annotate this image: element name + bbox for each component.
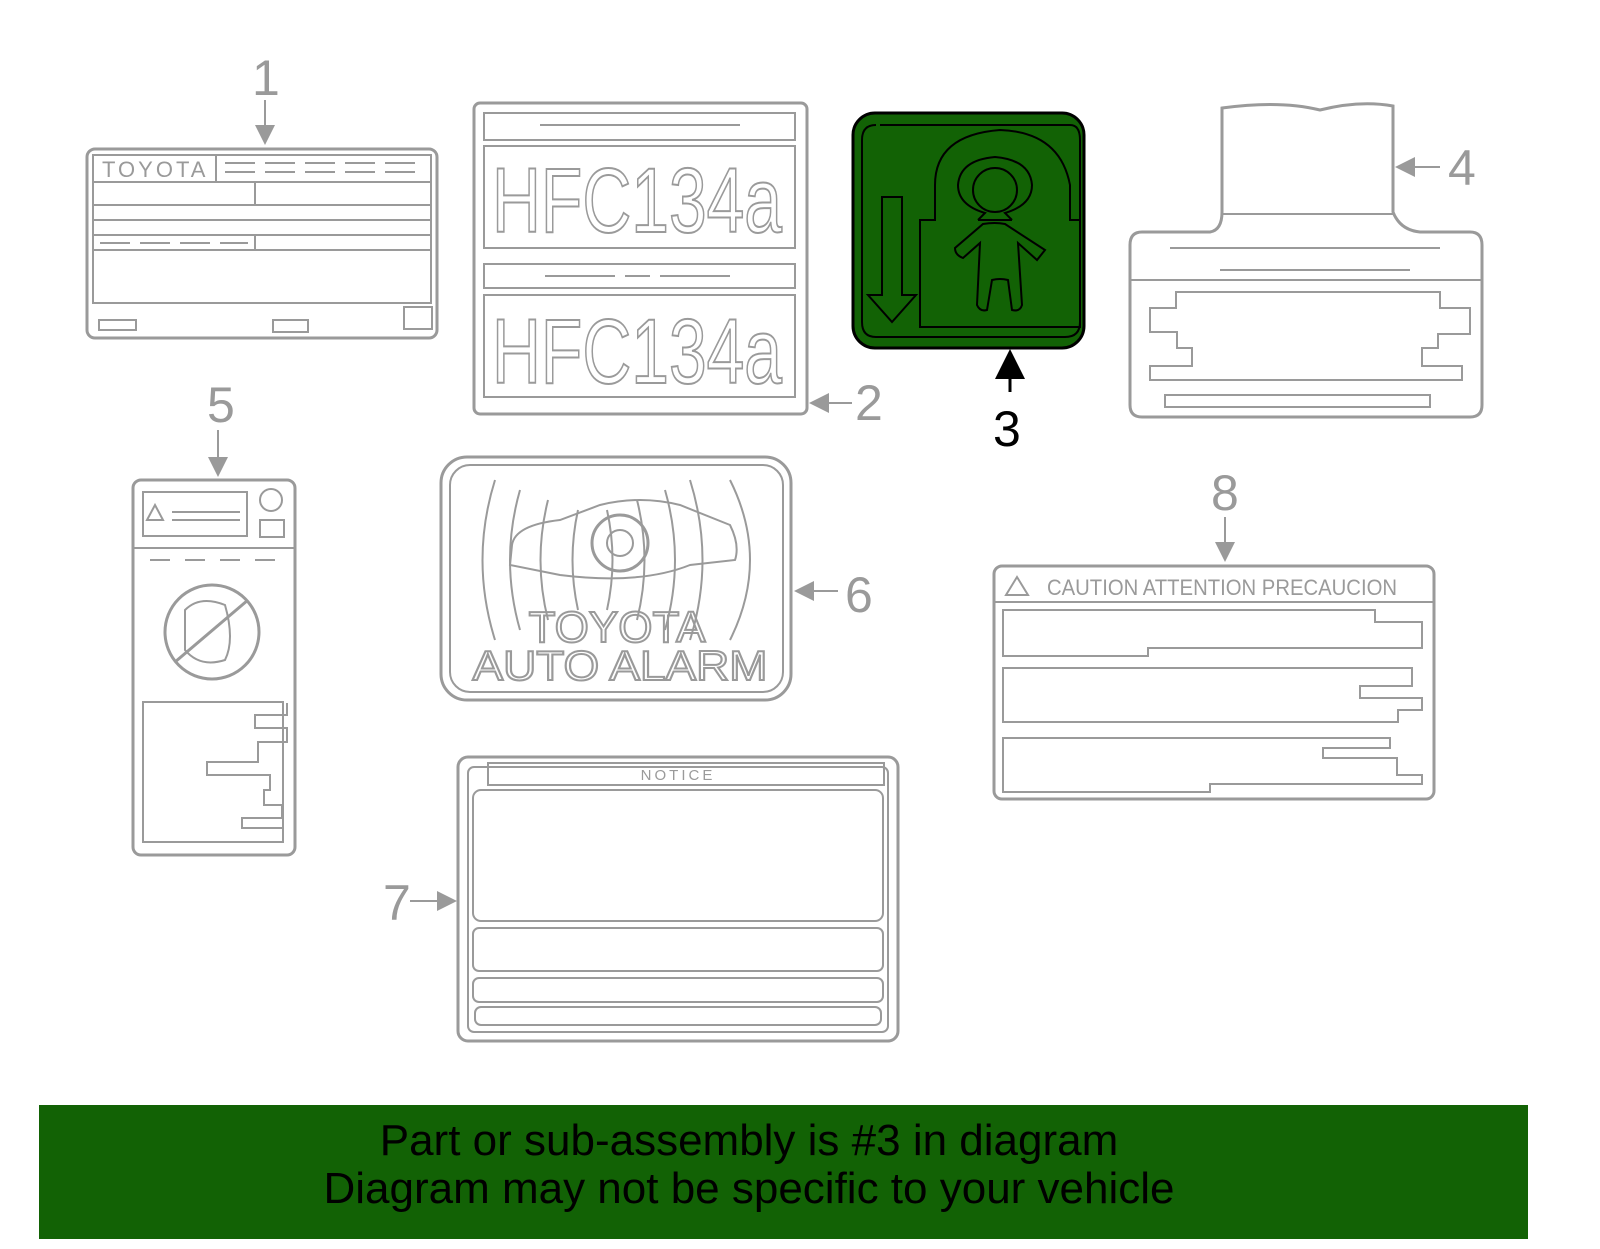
svg-text:4: 4 bbox=[1448, 140, 1476, 196]
svg-text:5: 5 bbox=[207, 377, 235, 433]
info-banner: Part or sub-assembly is #3 in diagram Di… bbox=[39, 1105, 1528, 1239]
callout-3[interactable]: 3 bbox=[993, 349, 1025, 457]
svg-text:7: 7 bbox=[383, 875, 411, 931]
svg-text:2: 2 bbox=[855, 375, 883, 431]
part-2-text-bottom: HFC134a bbox=[492, 301, 783, 403]
callout-1[interactable]: 1 bbox=[252, 50, 280, 145]
banner-line-2: Diagram may not be specific to your vehi… bbox=[323, 1164, 1175, 1213]
part-6-line1: TOYOTA bbox=[529, 603, 706, 652]
part-2-text-top: HFC134a bbox=[492, 150, 783, 252]
part-3-child-seat-label[interactable] bbox=[851, 111, 1086, 350]
callout-8[interactable]: 8 bbox=[1211, 465, 1239, 562]
svg-text:8: 8 bbox=[1211, 465, 1239, 521]
part-5-label[interactable] bbox=[131, 478, 297, 857]
part-1-label[interactable]: TOYOTA bbox=[85, 147, 439, 340]
part-1-brand: TOYOTA bbox=[102, 157, 208, 182]
part-8-header: CAUTION ATTENTION PRECAUCION bbox=[1047, 575, 1397, 600]
svg-text:3: 3 bbox=[993, 401, 1021, 457]
part-6-auto-alarm-label[interactable]: TOYOTA AUTO ALARM bbox=[439, 455, 793, 702]
svg-text:1: 1 bbox=[252, 50, 280, 106]
callout-6[interactable]: 6 bbox=[794, 567, 873, 623]
part-2-label[interactable]: HFC134a HFC134a bbox=[472, 101, 809, 416]
part-4-label[interactable] bbox=[1128, 102, 1484, 419]
callout-5[interactable]: 5 bbox=[207, 377, 235, 477]
part-8-caution-label[interactable]: CAUTION ATTENTION PRECAUCION bbox=[992, 564, 1436, 801]
callout-4[interactable]: 4 bbox=[1395, 140, 1476, 196]
banner-line-1: Part or sub-assembly is #3 in diagram bbox=[379, 1116, 1119, 1165]
callout-2[interactable]: 2 bbox=[809, 375, 883, 431]
callout-7[interactable]: 7 bbox=[383, 875, 457, 931]
part-7-header: NOTICE bbox=[641, 767, 716, 784]
svg-text:6: 6 bbox=[845, 567, 873, 623]
parts-diagram: TOYOTA 1 HFC134a HFC134a 2 3 bbox=[85, 50, 1484, 1043]
part-6-line2: AUTO ALARM bbox=[473, 642, 768, 689]
part-7-notice-label[interactable]: NOTICE bbox=[456, 755, 900, 1043]
